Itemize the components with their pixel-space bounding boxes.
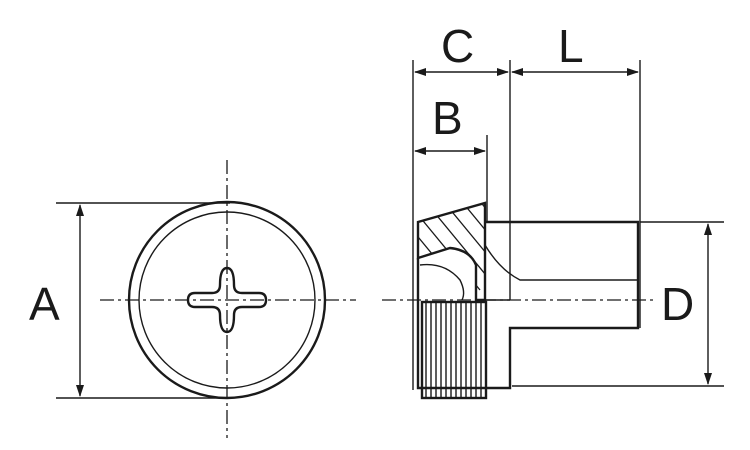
knurl-lines bbox=[425, 303, 482, 397]
dimension-label-b: B bbox=[432, 92, 463, 144]
side-view: C L B D bbox=[382, 20, 724, 400]
body-outline bbox=[416, 220, 640, 390]
dimension-label-l: L bbox=[558, 20, 584, 72]
front-view: A bbox=[29, 160, 356, 438]
head-recess-curve bbox=[419, 263, 465, 301]
knurled-head bbox=[420, 300, 488, 400]
dimension-label-d: D bbox=[661, 278, 694, 330]
dimension-label-a: A bbox=[29, 278, 60, 330]
dimension-label-c: C bbox=[441, 20, 474, 72]
body-cone-line bbox=[484, 244, 638, 281]
